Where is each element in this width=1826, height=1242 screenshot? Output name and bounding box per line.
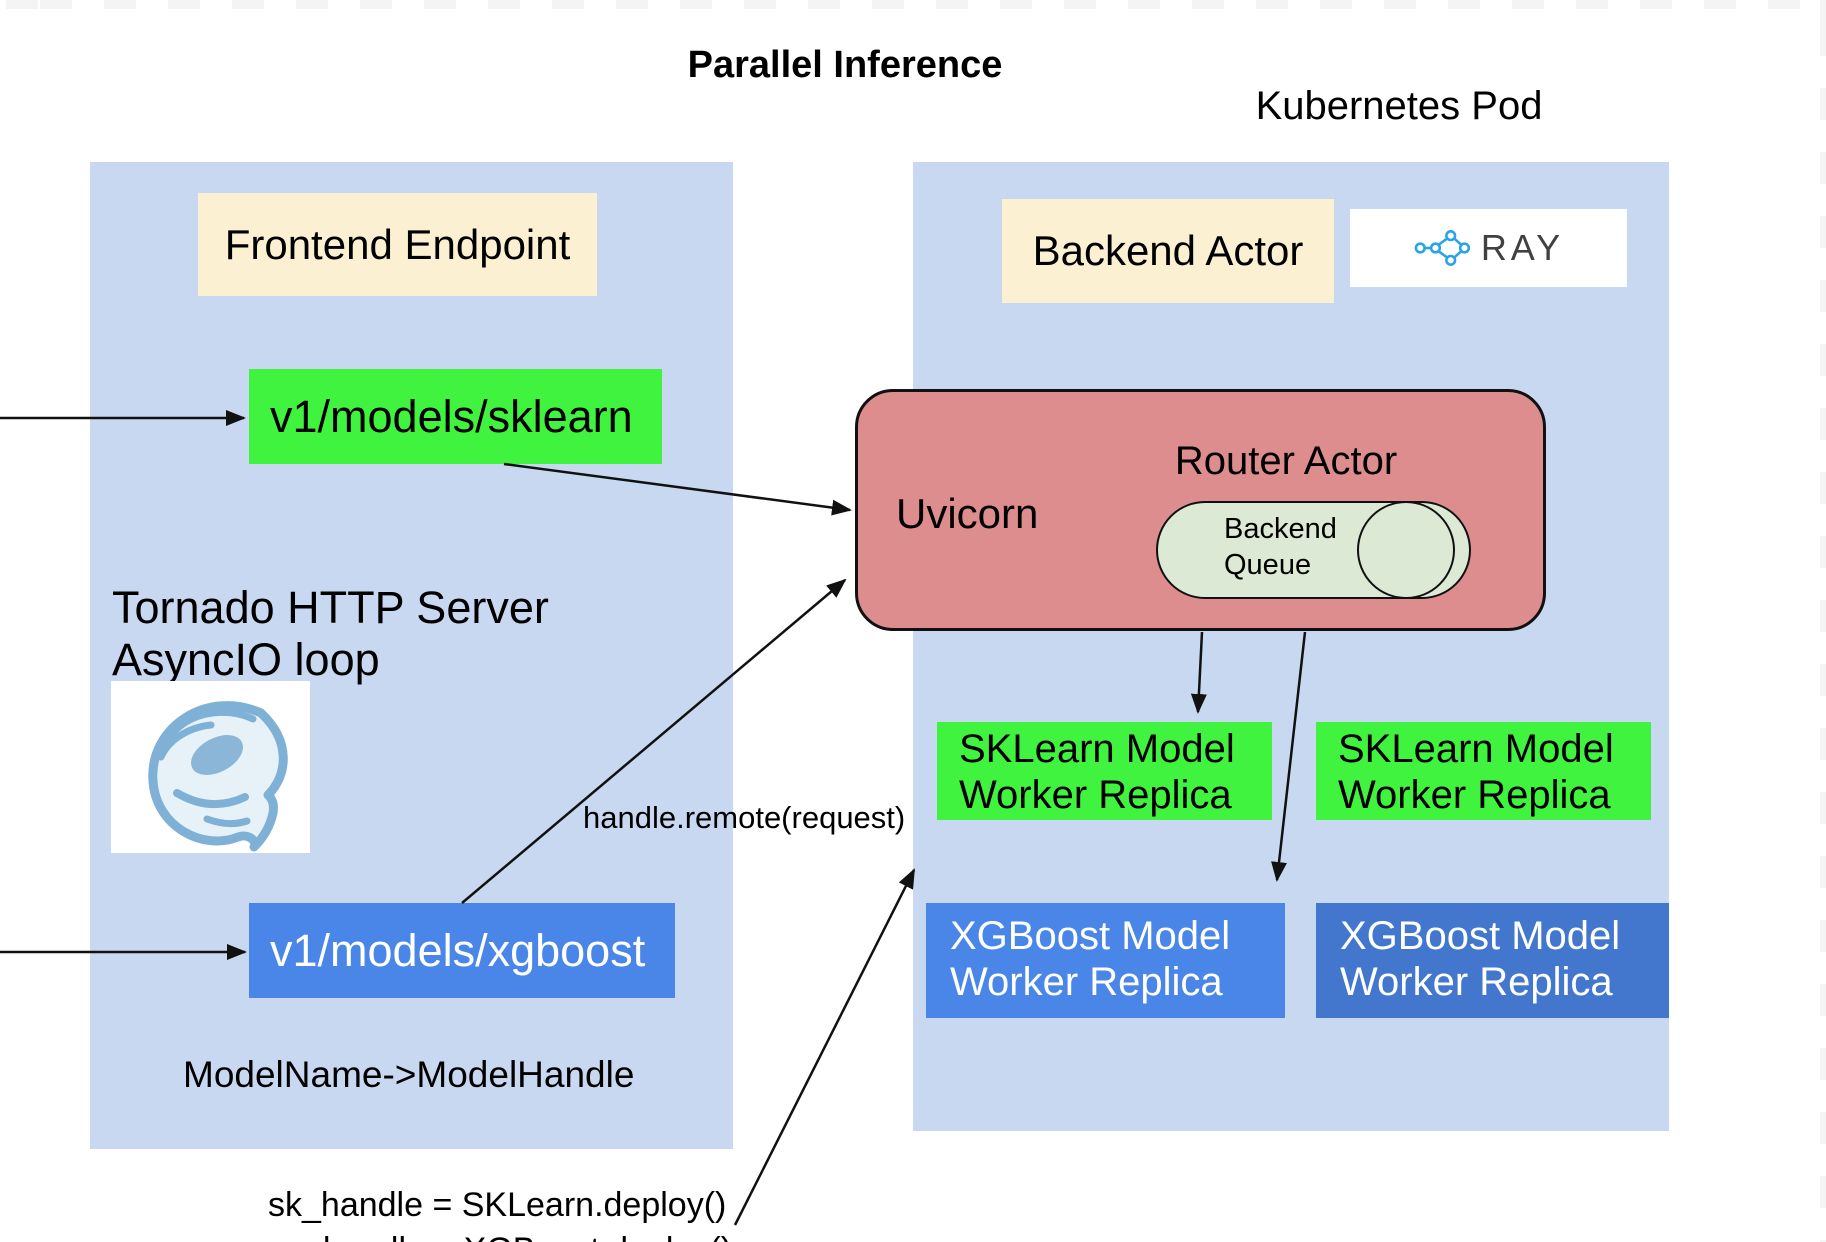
- worker-label-line2: Worker Replica: [959, 773, 1232, 817]
- worker-label-line1: XGBoost Model: [950, 914, 1231, 958]
- worker-label-line1: SKLearn Model: [959, 727, 1235, 771]
- worker-label-line2: Worker Replica: [1338, 773, 1611, 817]
- transparency-checker-top: [0, 0, 1826, 9]
- backend-queue-cylinder: Backend Queue: [1156, 500, 1471, 599]
- backend-queue-cylinder-end: [1357, 500, 1455, 599]
- ray-logo-box: RAY: [1350, 209, 1627, 287]
- worker-label-line1: XGBoost Model: [1340, 914, 1621, 958]
- handle-remote-annotation: handle.remote(request): [583, 800, 906, 835]
- backend-queue-label-line2: Queue: [1224, 549, 1312, 581]
- arrow-deploy-to-backend-panel: [733, 868, 916, 1226]
- xgboost-worker-replica-2: XGBoost Model Worker Replica: [1316, 903, 1669, 1018]
- kubernetes-pod-label: Kubernetes Pod: [1255, 84, 1543, 128]
- sklearn-worker-replica-2: SKLearn Model Worker Replica: [1316, 722, 1651, 820]
- frontend-endpoint-label: Frontend Endpoint: [224, 220, 571, 268]
- backend-actor-label-box: Backend Actor: [1002, 199, 1334, 303]
- tornado-caption-line1: Tornado HTTP Server: [112, 582, 549, 633]
- slide-title: Parallel Inference: [687, 44, 1003, 86]
- deploy-code-line1: sk_handle = SKLearn.deploy(): [268, 1186, 727, 1224]
- tornado-logo: [111, 681, 310, 853]
- backend-queue-label-line1: Backend: [1224, 513, 1337, 545]
- xgboost-route-box: v1/models/xgboost: [249, 903, 675, 998]
- deploy-code-line2: xg_handle = XGBoost.deploy(): [268, 1228, 732, 1242]
- router-actor-box: Uvicorn Router Actor Backend Queue: [855, 389, 1546, 631]
- sklearn-route-box: v1/models/sklearn: [249, 369, 662, 464]
- tornado-swirl-icon: [148, 701, 288, 852]
- router-actor-label: Router Actor: [1174, 439, 1398, 483]
- deploy-code-annotation: sk_handle = SKLearn.deploy() xg_handle =…: [268, 1183, 732, 1242]
- ray-network-icon: [1414, 230, 1470, 266]
- transparency-checker-right: [1820, 0, 1826, 1242]
- frontend-endpoint-label-box: Frontend Endpoint: [198, 193, 597, 296]
- ray-logo-text: RAY: [1480, 227, 1565, 268]
- uvicorn-label: Uvicorn: [896, 490, 1039, 537]
- worker-label-line2: Worker Replica: [950, 960, 1223, 1004]
- sklearn-route-label: v1/models/sklearn: [270, 390, 633, 442]
- worker-label-line1: SKLearn Model: [1338, 727, 1614, 771]
- xgboost-worker-replica-1: XGBoost Model Worker Replica: [926, 903, 1285, 1018]
- backend-actor-label: Backend Actor: [1032, 227, 1304, 274]
- sklearn-worker-replica-1: SKLearn Model Worker Replica: [937, 722, 1272, 820]
- worker-label-line2: Worker Replica: [1340, 960, 1613, 1004]
- model-map-label: ModelName->ModelHandle: [183, 1054, 635, 1095]
- xgboost-route-label: v1/models/xgboost: [270, 924, 646, 976]
- tornado-caption-line2: AsyncIO loop: [112, 634, 380, 685]
